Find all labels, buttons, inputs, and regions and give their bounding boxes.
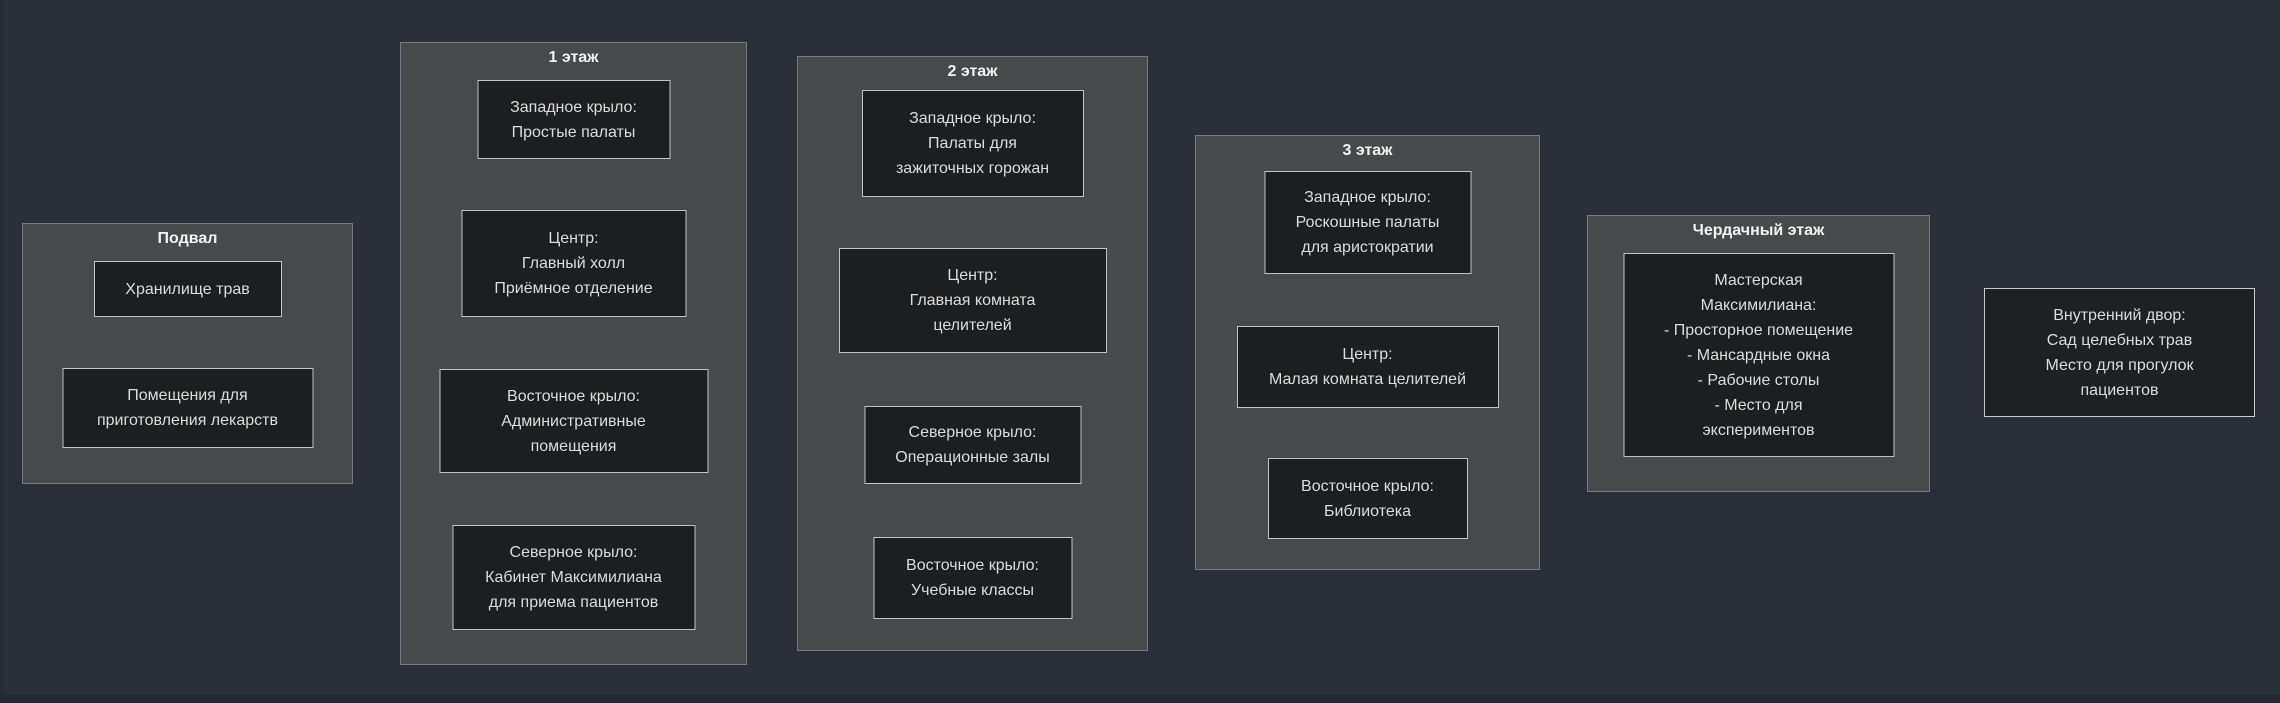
room-node-label: Северное крыло: Операционные залы <box>895 424 1050 466</box>
room-node-label: Мастерская Максимилиана: - Просторное по… <box>1663 271 1854 439</box>
room-node-inner-courtyard: Внутренний двор: Сад целебных трав Место… <box>1984 288 2255 417</box>
room-node-label: Западное крыло: Роскошные палаты для ари… <box>1295 189 1440 256</box>
group-title-floor-3: 3 этаж <box>1342 142 1393 159</box>
room-node-label: Центр: Малая комната целителей <box>1268 346 1466 388</box>
room-node-label: Помещения для приготовления лекарств <box>96 387 279 429</box>
room-node-label: Восточное крыло: Административные помеще… <box>501 387 646 455</box>
floor-group-2: 2 этаж Западное крыло: Палаты для зажито… <box>797 56 1148 651</box>
left-window-edge <box>0 0 4 703</box>
bottom-window-edge <box>0 695 2280 703</box>
group-title-attic: Чердачный этаж <box>1692 222 1825 239</box>
room-node-west-wing-simple-wards: Западное крыло: Простые палаты <box>477 80 670 159</box>
floor-group-basement: Подвал Хранилище трав Помещения для приг… <box>22 223 353 484</box>
room-node-west-wing-aristocracy-wards: Западное крыло: Роскошные палаты для ари… <box>1264 171 1471 274</box>
room-node-label: Западное крыло: Палаты для зажиточных го… <box>895 110 1050 177</box>
room-node-north-wing-maximilian-office: Северное крыло: Кабинет Максимилиана для… <box>452 525 695 630</box>
room-node-east-wing-admin: Восточное крыло: Административные помеще… <box>439 369 708 473</box>
room-node-label: Восточное крыло: Учебные классы <box>906 557 1039 599</box>
room-node-label: Центр: Главная комната целителей <box>909 267 1036 334</box>
floor-group-3: 3 этаж Западное крыло: Роскошные палаты … <box>1195 135 1540 570</box>
room-node-center-main-healers-room: Центр: Главная комната целителей <box>838 248 1107 353</box>
floor-group-1: 1 этаж Западное крыло: Простые палаты Це… <box>400 42 747 665</box>
room-node-herb-storage: Хранилище трав <box>93 261 282 317</box>
group-title-floor-2: 2 этаж <box>947 63 998 80</box>
room-node-label: Восточное крыло: Библиотека <box>1301 477 1434 520</box>
room-node-west-wing-wealthy-wards: Западное крыло: Палаты для зажиточных го… <box>861 90 1084 197</box>
room-node-label: Внутренний двор: Сад целебных трав Место… <box>2045 306 2194 399</box>
room-node-medicine-prep: Помещения для приготовления лекарств <box>62 368 313 448</box>
room-node-label: Центр: Главный холл Приёмное отделение <box>494 230 653 297</box>
room-node-center-small-healers-room: Центр: Малая комната целителей <box>1236 326 1499 408</box>
room-node-east-wing-classrooms: Восточное крыло: Учебные классы <box>873 537 1072 619</box>
room-node-east-wing-library: Восточное крыло: Библиотека <box>1267 458 1468 539</box>
room-node-maximilian-workshop: Мастерская Максимилиана: - Просторное по… <box>1623 253 1894 457</box>
floor-group-attic: Чердачный этаж Мастерская Максимилиана: … <box>1587 215 1930 492</box>
room-node-label: Северное крыло: Кабинет Максимилиана для… <box>485 544 662 611</box>
room-node-label: Хранилище трав <box>125 280 250 298</box>
group-title-floor-1: 1 этаж <box>548 49 599 66</box>
room-node-label: Западное крыло: Простые палаты <box>510 98 637 141</box>
group-title-basement: Подвал <box>157 230 218 247</box>
room-node-center-main-hall: Центр: Главный холл Приёмное отделение <box>461 210 686 317</box>
room-node-north-wing-operating-halls: Северное крыло: Операционные залы <box>864 406 1081 484</box>
